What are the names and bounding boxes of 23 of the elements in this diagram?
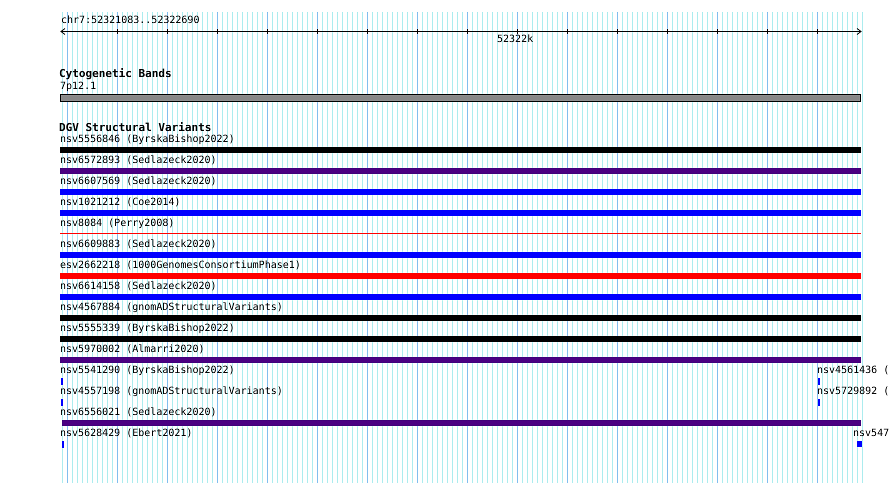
band-label: 7p12.1	[60, 81, 96, 92]
feature-label: nsv5556846 (ByrskaBishop2022)	[60, 134, 235, 145]
feature-label: nsv5628429 (Ebert2021)	[60, 428, 192, 439]
feature-label: nsv4561436 (	[817, 365, 890, 376]
location-label: chr7:52321083..52322690	[61, 15, 200, 26]
feature-label: nsv547	[853, 428, 890, 439]
feature-label: nsv6607569 (Sedlazeck2020)	[60, 176, 217, 187]
feature-label: nsv4557198 (gnomADStructuralVariants)	[60, 386, 283, 397]
feature-label: nsv6609883 (Sedlazeck2020)	[60, 239, 217, 250]
feature-label: nsv5729892 (	[817, 386, 890, 397]
track-title: Cytogenetic Bands	[59, 68, 172, 79]
tick-label: 52322k	[497, 34, 534, 45]
feature-label: nsv6572893 (Sedlazeck2020)	[60, 155, 217, 166]
feature-label: nsv6614158 (Sedlazeck2020)	[60, 281, 217, 292]
feature-label: nsv5555339 (ByrskaBishop2022)	[60, 323, 235, 334]
feature-label: nsv5541290 (ByrskaBishop2022)	[60, 365, 235, 376]
track-title: DGV Structural Variants	[59, 122, 212, 133]
feature-label: nsv6556021 (Sedlazeck2020)	[60, 407, 217, 418]
feature-label: nsv5970002 (Almarri2020)	[60, 344, 204, 355]
feature-label: nsv4567884 (gnomADStructuralVariants)	[60, 302, 283, 313]
feature-label: esv2662218 (1000GenomesConsortiumPhase1)	[60, 260, 301, 271]
feature-label: nsv1021212 (Coe2014)	[60, 197, 180, 208]
feature-label: nsv8084 (Perry2008)	[60, 218, 174, 229]
